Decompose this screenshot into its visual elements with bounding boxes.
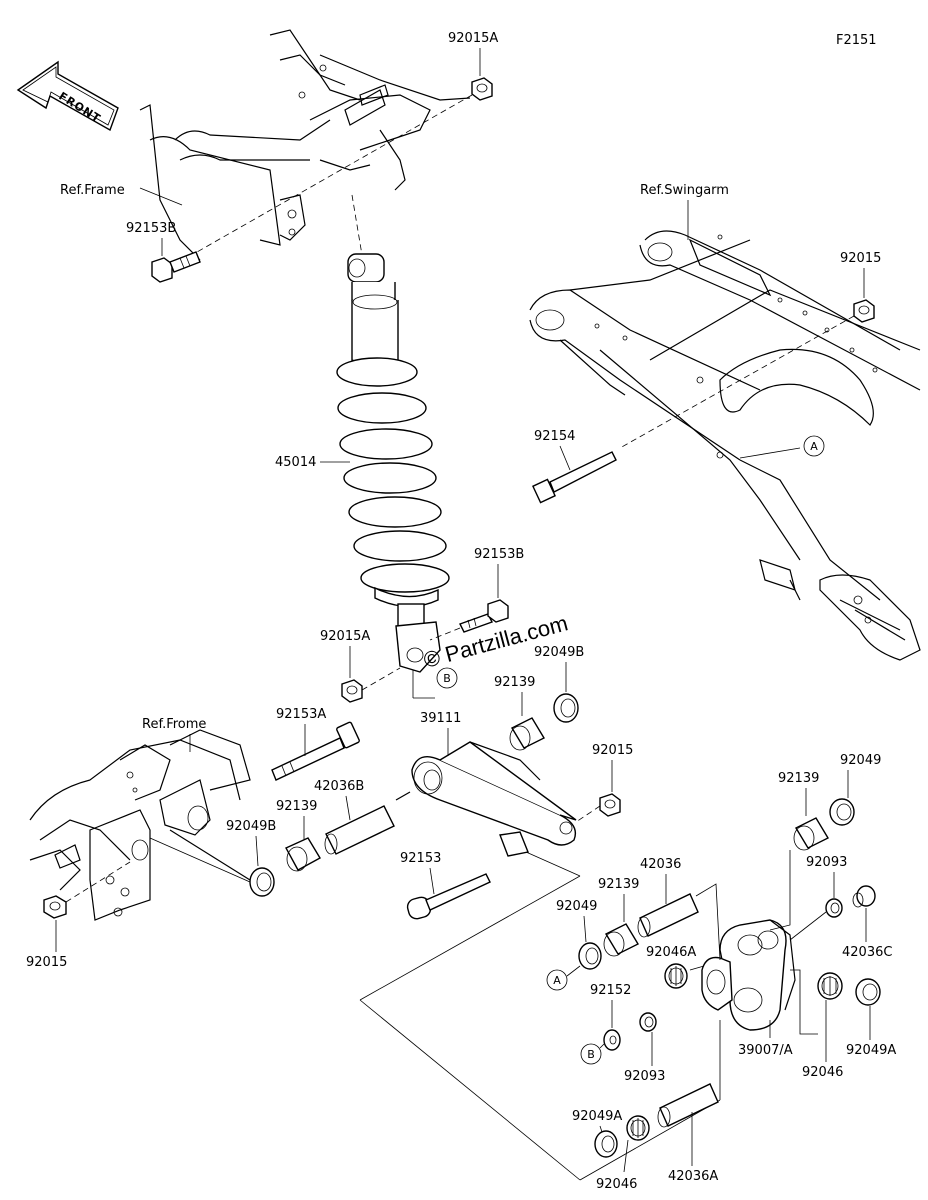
marker-A-rocker: A (553, 974, 561, 987)
bolt-92153 (406, 873, 491, 920)
part-label-45014: 45014 (275, 455, 316, 470)
part-label-92154: 92154 (534, 429, 575, 444)
bushing-92139-left (285, 837, 321, 872)
ref-frame-lower-label: Ref.Frome (142, 717, 206, 732)
seal-92049A-right (855, 978, 881, 1006)
front-direction-arrow: FRONT (16, 60, 119, 132)
seal-92049A-lower (594, 1130, 618, 1158)
part-label-92015A-top: 92015A (448, 31, 498, 46)
part-label-92093-lower: 92093 (624, 1069, 665, 1084)
part-label-92153A: 92153A (276, 707, 326, 722)
seal-92093-lower (639, 1012, 657, 1032)
part-label-42036C: 42036C (842, 945, 892, 960)
part-label-92152: 92152 (590, 983, 631, 998)
seal-92093-right (825, 898, 843, 918)
part-label-92139-right: 92139 (778, 771, 819, 786)
figure-id: F2151 (836, 33, 877, 48)
bearing-92046-lower (626, 1115, 650, 1141)
seal-92049B-left (249, 867, 275, 897)
ref-swingarm-label: Ref.Swingarm (640, 183, 729, 198)
part-label-42036B: 42036B (314, 779, 364, 794)
lower-frame-reference (29, 729, 251, 921)
bolt-92153B-mid (459, 599, 509, 633)
part-label-92153: 92153 (400, 851, 441, 866)
part-label-39111: 39111 (420, 711, 461, 726)
part-label-92049B-right: 92049B (534, 645, 584, 660)
part-label-92046A: 92046A (646, 945, 696, 960)
collar-42036C (852, 885, 876, 908)
nut-92015A-mid (341, 679, 363, 703)
bearing-92046-right (817, 972, 843, 1000)
bearing-92046A (664, 963, 688, 989)
part-label-92139-upper: 92139 (494, 675, 535, 690)
part-label-92049A-right: 92049A (846, 1043, 896, 1058)
rocker-arm-39007A (701, 919, 796, 1031)
bushing-92139-lower (603, 923, 639, 957)
part-label-92015-left: 92015 (26, 955, 67, 970)
part-label-92049-right: 92049 (840, 753, 881, 768)
marker-B-rocker: B (587, 1048, 595, 1061)
nut-92015-left (43, 895, 67, 919)
part-label-92046-right: 92046 (802, 1065, 843, 1080)
part-label-92153B-top: 92153B (126, 221, 176, 236)
part-label-92049-lower: 92049 (556, 899, 597, 914)
seal-92049-lower (578, 942, 602, 970)
tie-rod-39111 (395, 741, 577, 857)
marker-A-swingarm: A (810, 440, 818, 453)
part-label-42036: 42036 (640, 857, 681, 872)
part-label-92153B-mid: 92153B (474, 547, 524, 562)
collar-42036 (637, 893, 699, 938)
bolt-92153B-top (151, 251, 201, 283)
collar-42036A (657, 1083, 719, 1128)
washer-92152 (603, 1029, 621, 1051)
part-label-42036A: 42036A (668, 1169, 718, 1184)
part-label-92049A-lower: 92049A (572, 1109, 622, 1124)
marker-B-shock: B (443, 672, 451, 685)
swingarm-reference (529, 230, 921, 661)
part-label-92015-mid: 92015 (592, 743, 633, 758)
nut-92015A-top (471, 77, 493, 101)
part-label-92049B-left: 92049B (226, 819, 276, 834)
part-label-92046-lower: 92046 (596, 1177, 637, 1192)
nut-92015-swingarm (853, 299, 875, 323)
frame-top-reference (139, 29, 471, 261)
bushing-92139-right (793, 817, 829, 851)
seal-92049-right (829, 798, 855, 826)
part-label-92139-lower: 92139 (598, 877, 639, 892)
part-label-92015-swingarm: 92015 (840, 251, 881, 266)
rear-shock-absorber-45014 (336, 194, 450, 673)
ref-frame-top-label: Ref.Frame (60, 183, 125, 198)
part-label-92015A-mid: 92015A (320, 629, 370, 644)
bolt-92154 (532, 451, 617, 504)
seal-92049B-right (553, 693, 579, 723)
nut-92015-mid (599, 793, 621, 817)
bolt-92153A (271, 721, 360, 781)
part-label-92139-left: 92139 (276, 799, 317, 814)
part-label-92093-right: 92093 (806, 855, 847, 870)
part-label-39007A: 39007/A (738, 1043, 793, 1058)
collar-42036B (324, 805, 395, 855)
bushing-92139-upper (509, 717, 545, 751)
